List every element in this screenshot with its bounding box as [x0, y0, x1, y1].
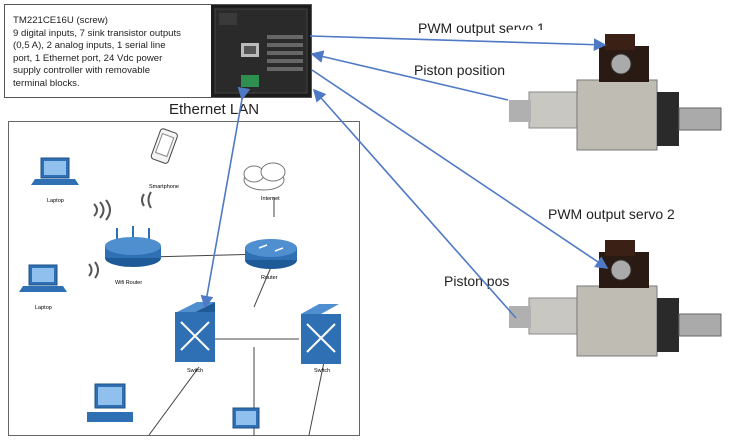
internet-label: Internet — [261, 196, 280, 202]
piston-position1-label: Piston position 1 — [414, 62, 517, 78]
switch-icon — [175, 302, 215, 362]
plc-controller-box: TM221CE16U (screw) 9 digital inputs, 7 s… — [4, 4, 312, 98]
plc-description-line: terminal blocks. — [13, 77, 80, 89]
smartphone-icon — [150, 128, 178, 164]
smartphone-label: Smartphone — [149, 184, 179, 190]
plc-description-line: (0,5 A), 2 analog inputs, 1 serial line — [13, 40, 166, 52]
plc-description-line: port, 1 Ethernet port, 24 Vdc power — [13, 52, 163, 64]
switch-label: Switch — [187, 368, 203, 374]
wifi-router-label: Wifi Router — [115, 280, 142, 286]
plc-description: TM221CE16U (screw) 9 digital inputs, 7 s… — [13, 15, 213, 91]
servo1-photo — [509, 30, 731, 180]
laptop-icon — [19, 264, 67, 292]
pwm-servo2-arrow — [311, 69, 609, 269]
piston-pos1-arrow — [310, 50, 509, 101]
laptop-label: Laptop — [47, 198, 64, 204]
plc-description-line: supply controller with removable — [13, 65, 151, 77]
network-diagram-frame: Laptop Smartphone Internet — [8, 121, 360, 436]
plc-description-line: TM221CE16U (screw) — [13, 15, 108, 26]
schneider-logo-icon — [219, 13, 237, 25]
servo2-photo — [509, 234, 731, 386]
plc-description-line: 9 digital inputs, 7 sink transistor outp… — [13, 27, 181, 39]
pwm-servo1-arrow — [309, 35, 607, 52]
plc-device-image — [211, 5, 311, 97]
desktop-computer-icon — [232, 407, 260, 429]
router-label: Router — [261, 275, 278, 281]
switch-label: Switch — [314, 368, 330, 374]
network-diagram: Laptop Smartphone Internet — [19, 128, 341, 436]
piston-pos2-arrow — [312, 88, 517, 319]
ethernet-link-arrow — [200, 86, 251, 309]
switch-icon — [301, 304, 341, 364]
desktop-computer-icon — [87, 383, 133, 422]
laptop-icon — [31, 157, 79, 185]
pwm-servo2-label: PWM output servo 2 — [548, 206, 675, 222]
router-icon — [245, 239, 297, 269]
wifi-router-icon — [105, 226, 161, 267]
laptop-label: Laptop — [35, 305, 52, 311]
